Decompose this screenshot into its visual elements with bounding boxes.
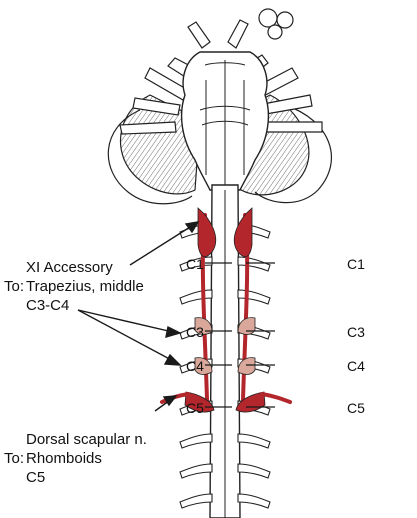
spinal-root-right (237, 463, 271, 479)
colliculi (258, 8, 294, 40)
spinal-root-left (179, 493, 213, 509)
upper-red-plexus (197, 207, 253, 258)
c3-branches (194, 317, 256, 335)
spinal-root-right (237, 433, 271, 449)
right-root-label: C5 (347, 400, 365, 416)
dorsal-scapular-name: Dorsal scapular n. (26, 431, 147, 448)
left-root-label: C3 (186, 324, 204, 340)
spinal-root-right (237, 493, 271, 509)
right-root-label: C3 (347, 324, 365, 340)
c4-branches (194, 357, 256, 375)
spinal-root-left (179, 289, 213, 305)
spinal-root-right (237, 256, 271, 272)
spinal-root-right (237, 289, 271, 305)
brainstem (180, 51, 270, 191)
right-root-label: C4 (347, 358, 365, 374)
left-root-label: C5 (186, 400, 204, 416)
spinal-root-left (179, 433, 213, 449)
annotation-arrows (77, 221, 200, 412)
accessory-levels: C3-C4 (26, 297, 70, 314)
spinal-root-left (179, 463, 213, 479)
accessory-nerve-name: XI Accessory (26, 259, 113, 276)
left-root-label: C1 (186, 256, 204, 272)
left-root-label: C4 (186, 358, 204, 374)
dorsal-levels: C5 (26, 469, 46, 486)
dorsal-to-prefix: To: (4, 450, 25, 467)
dorsal-target: Rhomboids (26, 450, 102, 467)
right-root-label: C1 (347, 256, 365, 272)
label-leaders (205, 262, 275, 408)
accessory-target: Trapezius, middle (26, 278, 144, 295)
accessory-to-prefix: To: (4, 278, 25, 295)
